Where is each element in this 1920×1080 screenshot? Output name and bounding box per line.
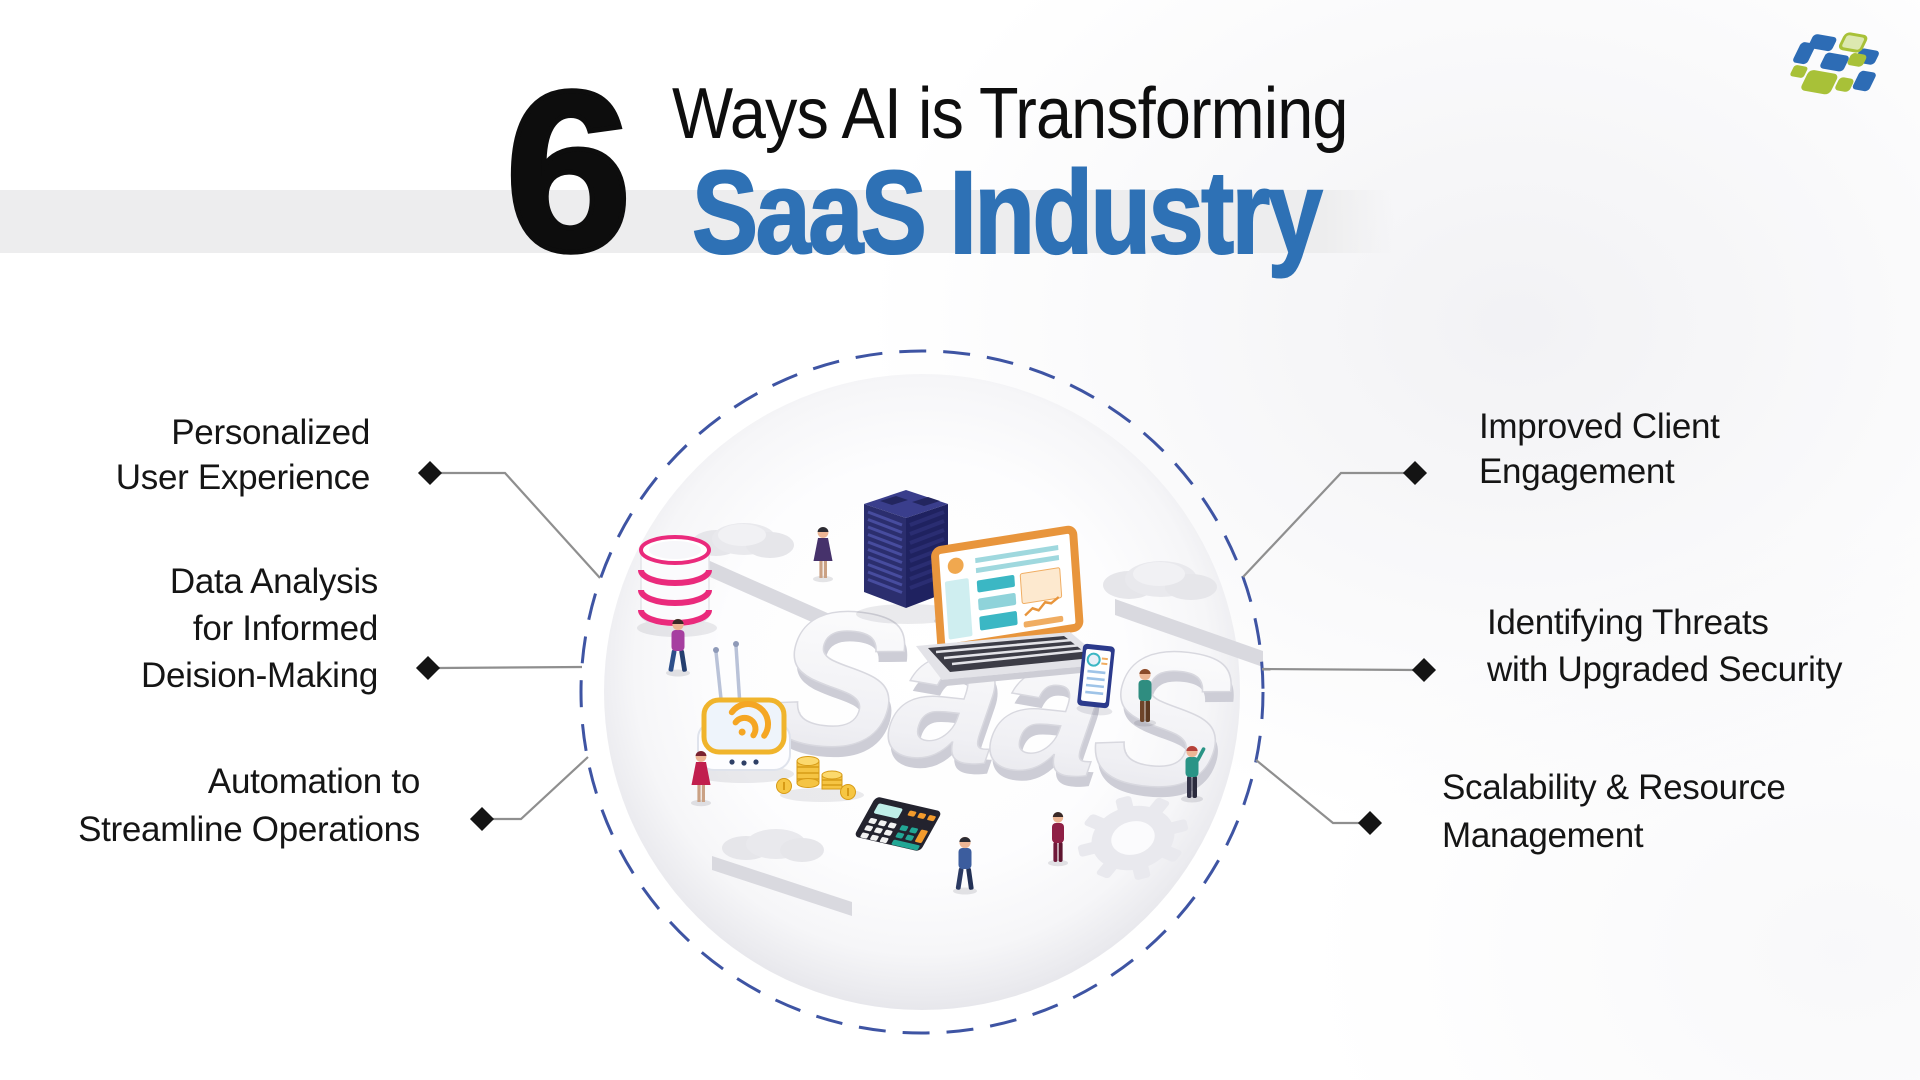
diamond-icon [415,655,441,681]
cloud-icon [1103,561,1263,667]
connector-data-analysis [437,665,583,670]
saas-label: SaaS [738,565,1260,831]
person-maroon [1048,812,1068,867]
connector-security [1261,667,1416,672]
connector-lines [437,471,1416,825]
title-band [0,190,1394,253]
cloud-icon [692,523,832,631]
person-red-dress [691,751,711,807]
person-standing-dark-dress [813,527,833,583]
laptop-icon [916,525,1112,686]
calculator-icon [855,797,941,851]
diamond-icon [417,460,443,486]
person-teal-brown [1134,668,1156,727]
person-walking-purple [666,618,690,677]
diamond-icon [1357,810,1383,836]
coins-icon [776,756,864,802]
router-icon [694,641,794,783]
person-walking-blue [953,836,977,895]
connector-client-engagement [1242,471,1406,578]
cloud-icon [712,829,852,916]
company-logo-icon [1790,32,1879,95]
gear-icon [1077,796,1189,880]
connector-personalized [440,471,601,579]
dashed-circle [579,349,1265,1035]
document-icon [1076,643,1115,716]
diamond-icon [469,806,495,832]
diamond-icon [1402,460,1428,486]
person-waving-teal [1181,745,1206,803]
connector-scalability [1255,759,1361,825]
connector-automation [491,756,589,821]
diamond-icon [1411,657,1437,683]
database-icon [637,535,717,637]
